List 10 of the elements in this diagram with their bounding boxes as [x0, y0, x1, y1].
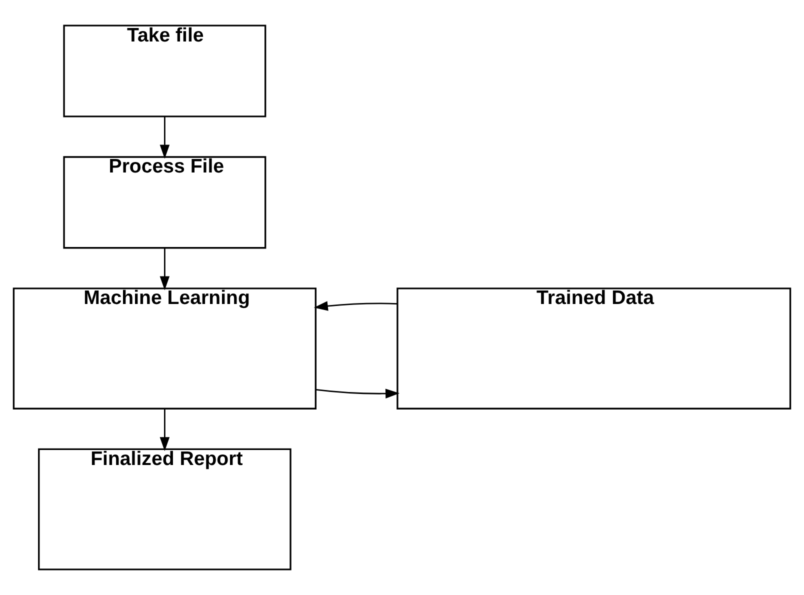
node-box: Process File — [63, 156, 266, 249]
arrow — [316, 388, 400, 398]
node-box: Trained Data — [396, 288, 792, 410]
node-box: Finalized Report — [38, 448, 292, 570]
arrow — [314, 301, 398, 311]
arrow — [160, 248, 170, 290]
node-box: Machine Learning — [12, 288, 317, 410]
node-box: Take file — [63, 24, 266, 118]
arrow — [160, 116, 170, 159]
arrow — [160, 408, 170, 452]
